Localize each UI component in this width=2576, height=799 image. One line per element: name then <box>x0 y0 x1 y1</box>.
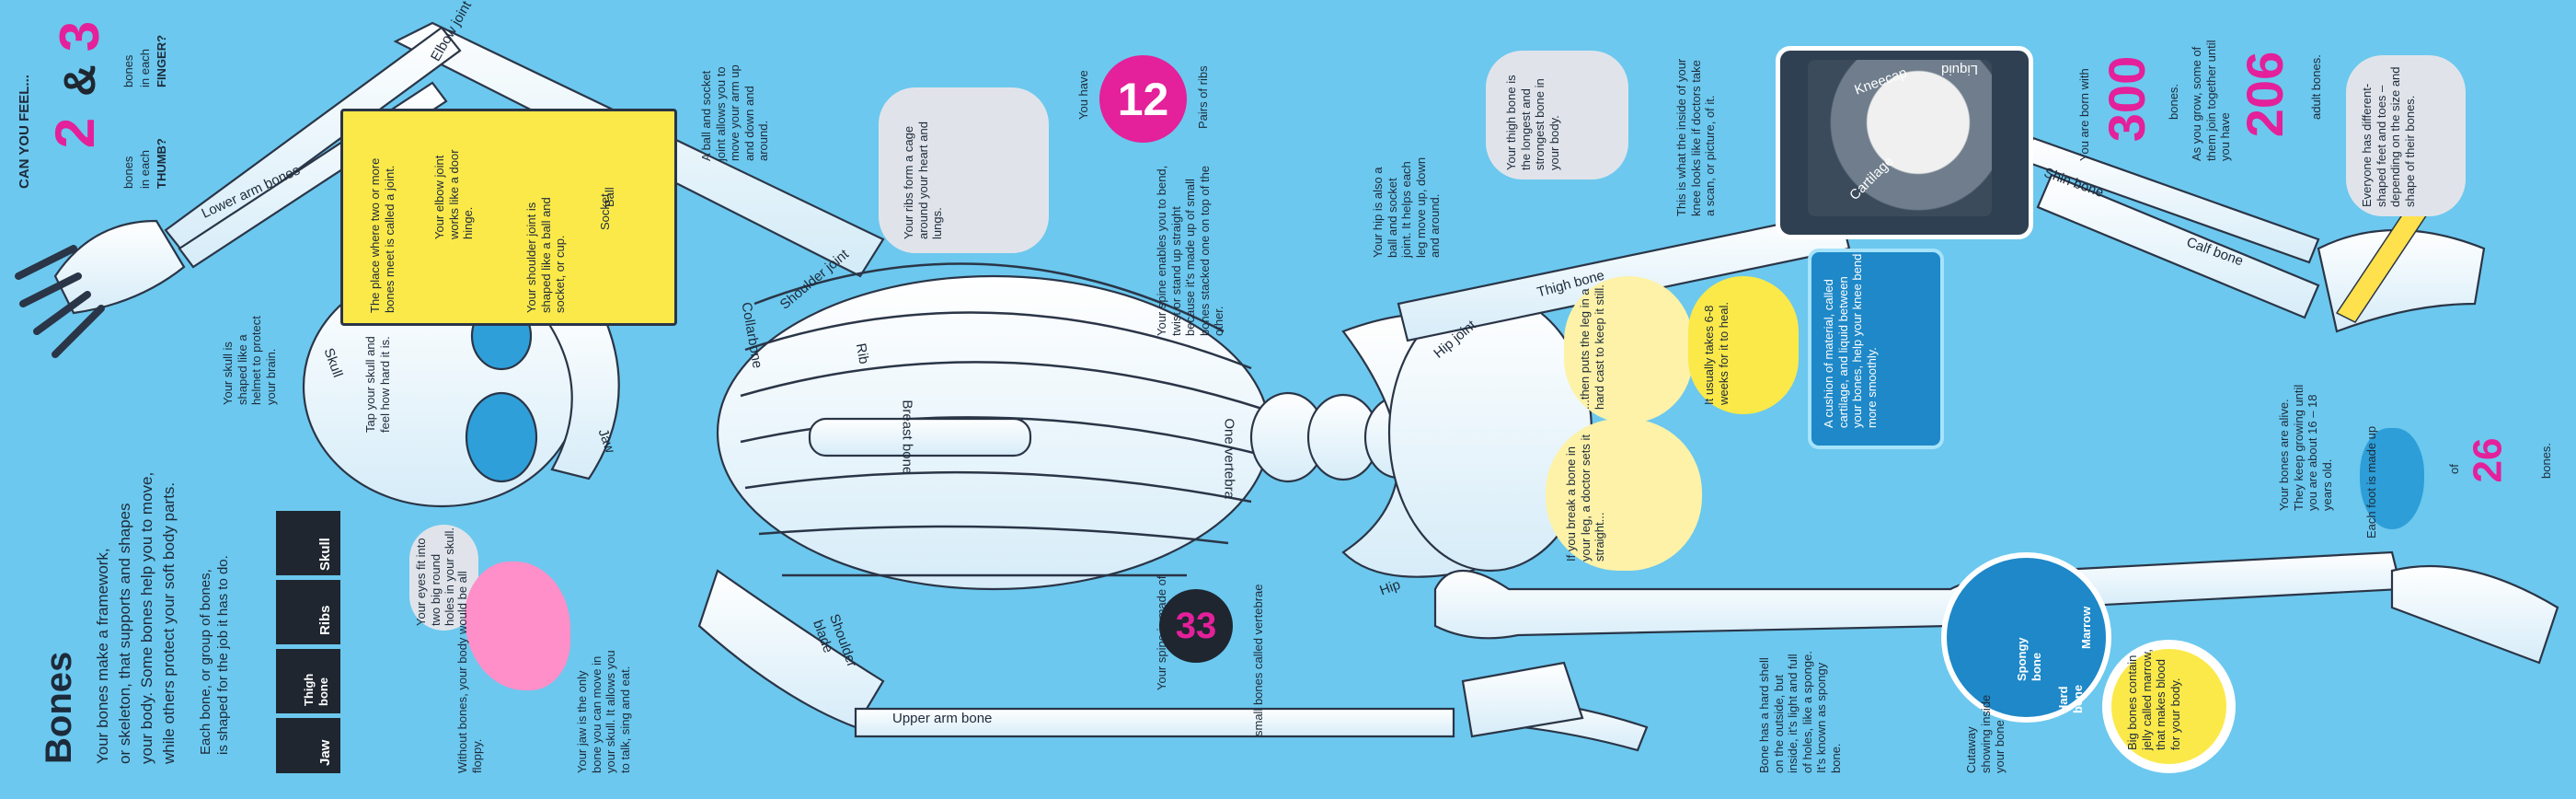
thumb-label: THUMB? <box>155 138 168 189</box>
label-upper-arm: Upper arm bone <box>892 711 993 726</box>
tap-skull-note: Tap your skull and feel how hard it is. <box>363 336 392 433</box>
amp-sign: & <box>55 64 105 97</box>
spine-note: Your spine enables you to bend, twist or… <box>1155 165 1226 336</box>
each-foot-note: Each foot is made up <box>2364 425 2378 538</box>
skull-helmet-note: Your skull is shaped like a helmet to pr… <box>221 316 278 405</box>
finger-in-each: in each <box>138 49 152 87</box>
shaped-note-line-2: is shaped for the job it has to do. <box>214 555 231 755</box>
ribs-number: 12 <box>1099 55 1187 143</box>
grow-note: As you grow, some of them join together … <box>2190 40 2233 161</box>
finger-number: 3 <box>49 20 111 52</box>
can-you-feel-heading: CAN YOU FEEL... <box>17 75 32 189</box>
foot-icon <box>2360 428 2424 529</box>
floppy-note: Without bones, your body would be all fl… <box>455 571 484 773</box>
heal-note: It usually takes 6-8 weeks for it to hea… <box>1702 302 1731 405</box>
pairs-note: Pairs of ribs <box>1196 65 1210 129</box>
ball-socket-note: A ball and socket joint allows you to mo… <box>699 64 771 161</box>
break-bubble <box>1546 419 1702 571</box>
hard-shell-note: Bone has a hard shell on the outside, bu… <box>1757 651 1843 773</box>
heal-bubble <box>1688 276 1799 414</box>
you-have-note: You have <box>1076 70 1090 120</box>
card-jaw: Jaw <box>276 718 340 773</box>
joint-shoulder-text: Your shoulder joint is shaped like a bal… <box>524 197 568 313</box>
label-liquid: Liquid <box>1941 61 1979 77</box>
page-title: Bones <box>39 651 79 764</box>
ball-label: Ball <box>603 187 616 207</box>
scan-note: This is what the inside of your knee loo… <box>1674 58 1718 216</box>
shaped-note: Each bone, or group of bones, is shaped … <box>198 515 233 755</box>
hard-bone-label: Hard bone <box>2056 684 2085 713</box>
card-thigh-label: Thigh bone <box>302 673 330 706</box>
card-skull-label: Skull <box>317 538 333 571</box>
cartilage-note: A cushion of material, called cartilage,… <box>1822 253 1879 428</box>
shaped-note-line-1: Each bone, or group of bones, <box>198 569 213 755</box>
finger-bones-label: bones <box>121 54 135 87</box>
intro-line-3: your body. Some bones help you to move, <box>138 471 155 764</box>
joint-panel <box>340 109 677 326</box>
card-ribs: Ribs <box>276 580 340 644</box>
ribs-bubble <box>879 87 1049 253</box>
card-ribs-label: Ribs <box>317 605 333 635</box>
intro-line-1: Your bones make a framework, <box>94 548 111 764</box>
floppy-blob <box>465 562 570 690</box>
label-breast-bone: Breast bone <box>899 400 915 475</box>
shapes-note: Everyone has different-shaped feet and t… <box>2360 66 2417 207</box>
cartilage-box <box>1808 249 1944 449</box>
spongy-bone-label: Spongy bone <box>2015 637 2043 681</box>
marrow-label: Marrow <box>2079 606 2093 649</box>
marrow-note: Big bones contain jelly called marrow, t… <box>2125 649 2182 750</box>
foot-bones-note: bones. <box>2539 442 2553 479</box>
jaw-note: Your jaw is the only bone you can move i… <box>575 650 632 773</box>
hip-note: Your hip is also a ball and socket joint… <box>1371 156 1443 258</box>
born-bones-note: bones. <box>2167 83 2180 120</box>
joint-place-text: The place where two or more bones meet i… <box>368 157 397 313</box>
cast-note: ...then puts the leg in a hard cast to k… <box>1578 284 1606 410</box>
thigh-note: Your thigh bone is the longest and stron… <box>1504 75 1561 170</box>
of-note: of <box>2447 464 2461 474</box>
break-note: If you break a bone in your leg, a docto… <box>1564 434 1607 562</box>
ribs-cage-note: Your ribs form a cage around your heart … <box>902 122 945 239</box>
born-number: 300 <box>2098 55 2156 143</box>
growing-note: Your bones are alive. They keep growing … <box>2277 384 2334 511</box>
adult-number: 206 <box>2236 51 2294 138</box>
adult-bones-note: adult bones. <box>2309 54 2323 120</box>
thumb-number: 2 <box>44 117 107 149</box>
cast-bubble <box>1564 276 1693 423</box>
label-one-vertebra: One vertebra <box>1221 418 1237 499</box>
label-rib: Rib <box>852 342 872 365</box>
intro-line-4: while others protect your soft body part… <box>160 481 178 764</box>
card-thigh: Thigh bone <box>276 649 340 713</box>
thigh-bubble <box>1486 51 1628 179</box>
card-jaw-label: Jaw <box>317 739 333 766</box>
joint-elbow-text: Your elbow joint works like a door hinge… <box>432 149 476 239</box>
cutaway-note: Cutaway showing inside your bone <box>1964 694 2007 773</box>
cutaway-circle <box>1941 552 2111 723</box>
eyes-note: Your eyes fit into two big round holes i… <box>414 527 457 626</box>
intro-paragraph: Your bones make a framework, or skeleton… <box>92 396 180 764</box>
knee-scan-image <box>1808 60 1992 216</box>
foot-shape-bubble <box>2346 55 2466 216</box>
finger-label: FINGER? <box>155 34 168 87</box>
marrow-circle <box>2102 640 2236 773</box>
foot-number: 26 <box>2465 437 2511 483</box>
intro-line-2: or skeleton, that supports and shapes <box>116 503 133 764</box>
thumb-bones-label: bones <box>121 156 135 189</box>
thumb-in-each: in each <box>138 150 152 189</box>
vertebrae-note: small bones called vertebrae <box>1251 584 1265 736</box>
card-skull: Skull <box>276 511 340 575</box>
spine-number: 33 <box>1159 589 1233 663</box>
born-with-note: You are born with <box>2077 68 2091 161</box>
